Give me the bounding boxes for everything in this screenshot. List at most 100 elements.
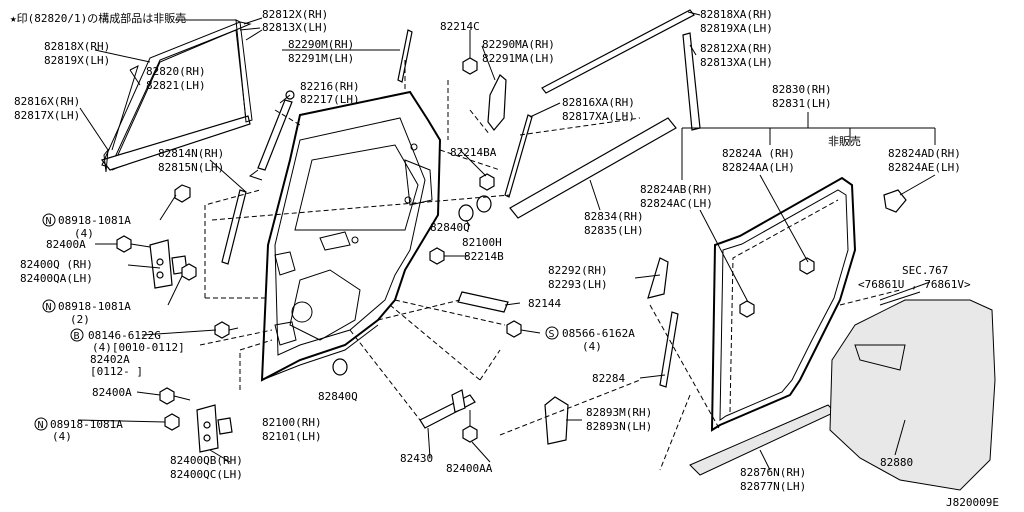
n-mark-3: N	[38, 420, 44, 431]
label-82824ae: 82824AE(LH)	[888, 161, 961, 174]
label-82216: 82216(RH)	[300, 80, 360, 93]
label-82813x: 82813X(LH)	[262, 21, 328, 34]
qty-s1: (4)	[582, 340, 602, 353]
label-82400qc: 82400QC(LH)	[170, 468, 243, 481]
label-82824ab: 82824AB(RH)	[640, 183, 713, 196]
door-plug	[476, 195, 492, 213]
label-82144: 82144	[528, 297, 561, 310]
belt-moulding	[509, 117, 677, 219]
label-82830: 82830(RH)	[772, 83, 832, 96]
label-08146-6122g: 08146-6122G	[88, 329, 161, 342]
s-mark: S	[549, 329, 555, 340]
fasteners	[116, 57, 907, 443]
label-82293: 82293(LH)	[548, 278, 608, 291]
label-82824a: 82824A (RH)	[722, 147, 795, 160]
qty-3: (4)	[52, 430, 72, 443]
label-82400aa: 82400AA	[446, 462, 493, 475]
document-code: J820009E	[946, 496, 999, 509]
label-82819x: 82819X(LH)	[44, 54, 110, 67]
label-82291ma: 82291MA(LH)	[482, 52, 555, 65]
label-82101: 82101(LH)	[262, 430, 322, 443]
label-82893n: 82893N(LH)	[586, 420, 652, 433]
label-82876n: 82876N(RH)	[740, 466, 806, 479]
door-hinge-upper	[149, 239, 188, 289]
label-82816xa: 82816XA(RH)	[562, 96, 635, 109]
label-82817xa: 82817XA(LH)	[562, 110, 635, 123]
label-08918-1081a-3: 08918-1081A	[50, 418, 123, 431]
bracket	[457, 291, 509, 313]
leader-lines	[77, 11, 936, 471]
label-not-sold: 非販売	[828, 135, 861, 148]
label-82214c: 82214C	[440, 20, 480, 33]
label-82840q-2: 82840Q	[318, 390, 358, 403]
phantom-lines	[199, 60, 901, 471]
note-not-sold: ★印(82820/1)の構成部品は非販売	[10, 11, 186, 25]
label-82880: 82880	[880, 456, 913, 469]
label-sec-ref: <76861U , 76861V>	[858, 278, 971, 291]
label-82290ma: 82290MA(RH)	[482, 38, 555, 51]
label-82812x: 82812X(RH)	[262, 8, 328, 21]
label-82284: 82284	[592, 372, 625, 385]
label-82217: 82217(LH)	[300, 93, 360, 106]
door-weatherstrip	[710, 176, 857, 432]
b-mark: B	[74, 331, 80, 342]
label-82893m: 82893M(RH)	[586, 406, 652, 419]
label-82821: 82821(LH)	[146, 79, 206, 92]
label-82812xa: 82812XA(RH)	[700, 42, 773, 55]
glass-sash-assembly	[100, 19, 261, 173]
label-82100h: 82100H	[462, 236, 502, 249]
qty-1: (4)	[74, 227, 94, 240]
n-mark-2: N	[46, 302, 52, 313]
label-82290m: 82290M(RH)	[288, 38, 354, 51]
label-82877n: 82877N(LH)	[740, 480, 806, 493]
label-82400qa: 82400QA(LH)	[20, 272, 93, 285]
label-82402a-date: [0112- ]	[90, 365, 143, 378]
corner-trim	[647, 257, 669, 299]
label-82814n: 82814N(RH)	[158, 147, 224, 160]
labels: ★印(82820/1)の構成部品は非販売 82812X(RH) 82813X(L…	[10, 8, 999, 509]
qty-2: (2)	[70, 313, 90, 326]
label-82402a: 82402A	[90, 353, 130, 366]
label-08566-6162a: 08566-6162A	[562, 327, 635, 340]
label-82835: 82835(LH)	[584, 224, 644, 237]
door-check-link	[419, 394, 476, 429]
label-82430: 82430	[400, 452, 433, 465]
label-82815n: 82815N(LH)	[158, 161, 224, 174]
label-82292: 82292(RH)	[548, 264, 608, 277]
label-82824ac: 82824AC(LH)	[640, 197, 713, 210]
label-82840q-1: 82840Q	[430, 221, 470, 234]
label-82824ad: 82824AD(RH)	[888, 147, 961, 160]
label-82817x: 82817X(LH)	[14, 109, 80, 122]
label-82819xa: 82819XA(LH)	[700, 22, 773, 35]
label-08918-1081a-2: 08918-1081A	[58, 300, 131, 313]
door-panel	[260, 90, 442, 382]
label-sec-767: SEC.767	[902, 264, 948, 277]
label-82214ba: 82214BA	[450, 146, 497, 159]
grommet	[458, 204, 474, 222]
channel-bracket	[487, 74, 507, 131]
label-82816x: 82816X(RH)	[14, 95, 80, 108]
label-82818xa: 82818XA(RH)	[700, 8, 773, 21]
label-82400a-1: 82400A	[46, 238, 86, 251]
label-08918-1081a-1: 08918-1081A	[58, 214, 131, 227]
outer-weatherstrip	[541, 9, 695, 94]
label-82834: 82834(RH)	[584, 210, 644, 223]
n-mark-1: N	[46, 216, 52, 227]
door-hinge-lower	[196, 404, 233, 453]
label-82400q: 82400Q (RH)	[20, 258, 93, 271]
label-82400a-2: 82400A	[92, 386, 132, 399]
label-82831: 82831(LH)	[772, 97, 832, 110]
sash-cover	[397, 29, 413, 83]
drawing	[77, 9, 996, 491]
door-trim-panel	[829, 281, 996, 491]
label-82100: 82100(RH)	[262, 416, 322, 429]
sash-strip	[221, 189, 247, 265]
label-82813xa: 82813XA(LH)	[700, 56, 773, 69]
qty-b1: (4)[0010-0112]	[92, 341, 185, 354]
label-82820: 82820(RH)	[146, 65, 206, 78]
label-82818x: 82818X(RH)	[44, 40, 110, 53]
sill-end-trim	[544, 396, 569, 445]
label-82291m: 82291M(LH)	[288, 52, 354, 65]
grommet-lower	[332, 358, 348, 376]
